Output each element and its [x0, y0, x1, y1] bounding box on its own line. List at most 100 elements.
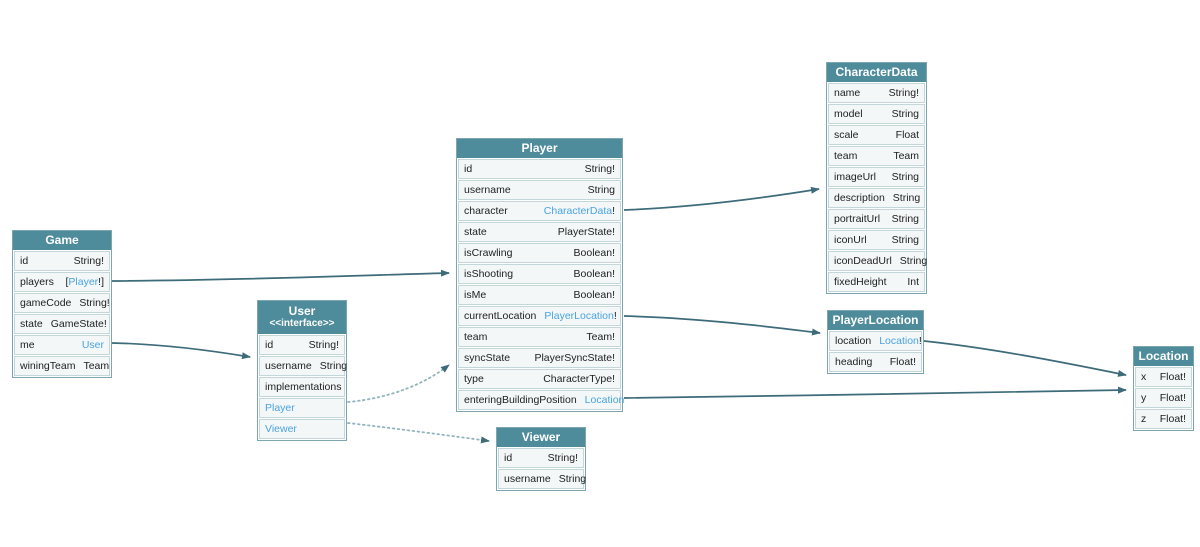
type-text: PlayerSyncState!: [534, 352, 615, 364]
field-row[interactable]: enteringBuildingPosition Location: [458, 390, 624, 410]
field-name: team: [464, 331, 488, 343]
field-name: imageUrl: [834, 171, 877, 183]
type-text: Team: [893, 150, 919, 162]
field-name: username: [464, 184, 511, 196]
field-type: String: [892, 234, 919, 246]
field-row[interactable]: implementations: [259, 377, 345, 397]
field-row[interactable]: team Team!: [458, 327, 621, 347]
field-name-link[interactable]: Player: [265, 402, 295, 414]
field-row[interactable]: isShooting Boolean!: [458, 264, 621, 284]
field-name: scale: [834, 129, 859, 141]
entity-location-title: Location: [1134, 347, 1193, 366]
field-type: String!: [548, 452, 578, 464]
type-text: !: [612, 205, 615, 217]
field-row[interactable]: Viewer: [259, 419, 345, 439]
type-text: Boolean!: [573, 247, 615, 259]
type-link[interactable]: PlayerLocation: [544, 310, 614, 322]
field-type: Boolean!: [574, 289, 615, 301]
entity-game-title: Game: [13, 231, 111, 250]
field-row[interactable]: players[Player!]: [14, 272, 110, 292]
field-name: name: [834, 87, 861, 99]
type-link[interactable]: Player: [68, 276, 99, 288]
field-name-link[interactable]: Viewer: [265, 423, 297, 435]
field-type: Boolean!: [574, 268, 615, 280]
type-text: CharacterType!: [543, 373, 615, 385]
field-name: isShooting: [464, 268, 514, 280]
field-type: String!: [585, 163, 615, 175]
type-text: String: [587, 184, 615, 196]
type-link[interactable]: Location: [879, 335, 919, 347]
field-name: id: [464, 163, 473, 175]
edge-playerlocation-location-to-location: [923, 340, 1127, 377]
field-name: type: [464, 373, 484, 385]
field-type: String: [900, 255, 927, 267]
type-link[interactable]: Location: [584, 394, 625, 406]
type-link[interactable]: User: [81, 339, 104, 351]
type-text: String: [558, 473, 587, 485]
field-type: Float!: [1160, 413, 1186, 425]
field-name: enteringBuildingPosition: [464, 394, 577, 406]
field-name: winingTeam: [20, 360, 76, 372]
field-type: CharacterData!: [544, 205, 615, 217]
field-type: Team: [893, 150, 919, 162]
field-row[interactable]: id String!: [458, 159, 621, 179]
type-text: String!: [584, 163, 615, 175]
field-type: Team!: [586, 331, 615, 343]
type-link[interactable]: CharacterData: [543, 205, 613, 217]
field-name: z: [1141, 413, 1147, 425]
field-row[interactable]: z Float!: [1135, 409, 1192, 429]
field-type: String!: [79, 297, 109, 309]
field-name: implementations: [265, 381, 342, 393]
field-row[interactable]: username String: [458, 180, 621, 200]
edge-user-viewer-to-viewer: [347, 422, 490, 444]
type-text: Team!: [586, 331, 615, 343]
edge-game-players-to-player: [111, 269, 450, 282]
type-text: Float!: [1159, 371, 1186, 383]
field-type: Float!: [1160, 392, 1186, 404]
field-type: String!: [74, 255, 104, 267]
field-row[interactable]: Player: [259, 398, 345, 418]
type-text: String: [891, 234, 919, 246]
type-text: String: [899, 255, 928, 267]
field-row[interactable]: type CharacterType!: [458, 369, 621, 389]
field-type: PlayerLocation!: [544, 310, 616, 322]
field-type: Float!: [1160, 371, 1186, 383]
